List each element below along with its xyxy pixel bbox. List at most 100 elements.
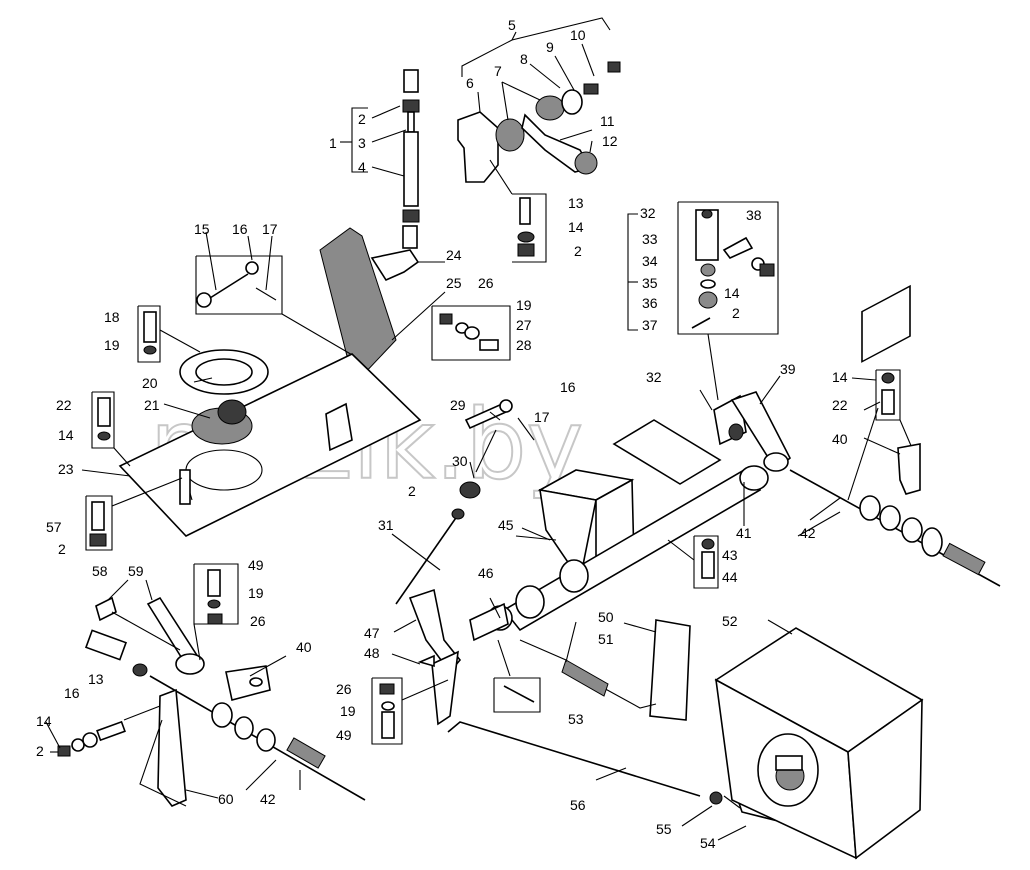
label-40: 40	[832, 431, 848, 447]
label-29: 29	[450, 397, 466, 413]
label-14c: 14	[724, 285, 740, 301]
label-14d: 14	[832, 369, 848, 385]
label-51: 51	[598, 631, 614, 647]
label-25: 25	[446, 275, 462, 291]
label-33: 33	[642, 231, 658, 247]
label-17b: 17	[534, 409, 550, 425]
label-32b: 32	[646, 369, 662, 385]
label-14e: 14	[36, 713, 52, 729]
label-41: 41	[736, 525, 752, 541]
label-13: 13	[568, 195, 584, 211]
label-38: 38	[746, 207, 762, 223]
label-49: 49	[248, 557, 264, 573]
label-24: 24	[446, 247, 462, 263]
label-44: 44	[722, 569, 738, 585]
label-9: 9	[546, 39, 554, 55]
label-2e: 2	[58, 541, 66, 557]
label-42b: 42	[260, 791, 276, 807]
label-49b: 49	[336, 727, 352, 743]
label-2b: 2	[574, 243, 582, 259]
label-2d: 2	[732, 305, 740, 321]
label-2f: 2	[36, 743, 44, 759]
label-22: 22	[56, 397, 72, 413]
label-59: 59	[128, 563, 144, 579]
label-39: 39	[780, 361, 796, 377]
label-50: 50	[598, 609, 614, 625]
label-56: 56	[570, 797, 586, 813]
left-bolt-groups	[85, 305, 201, 551]
label-14: 14	[568, 219, 584, 235]
right-bolt-groups	[667, 369, 913, 589]
label-14b: 14	[58, 427, 74, 443]
label-26: 26	[478, 275, 494, 291]
label-35: 35	[642, 275, 658, 291]
pin-group	[195, 231, 355, 357]
label-37: 37	[642, 317, 658, 333]
label-46: 46	[478, 565, 494, 581]
label-16: 16	[232, 221, 248, 237]
left-lever-assembly	[84, 563, 239, 675]
label-8: 8	[520, 51, 528, 67]
label-53: 53	[568, 711, 584, 727]
label-48: 48	[364, 645, 380, 661]
spring-group	[493, 619, 691, 721]
bracket-lever-assembly	[457, 17, 621, 263]
label-16c: 16	[64, 685, 80, 701]
label-42: 42	[800, 525, 816, 541]
label-21: 21	[144, 397, 160, 413]
label-30: 30	[452, 453, 468, 469]
callout-labels: 1 2 3 4 5 6 7 8 9 10 11 12 13 14 2 15 16…	[36, 17, 848, 851]
label-12: 12	[602, 133, 618, 149]
label-57: 57	[46, 519, 62, 535]
label-43: 43	[722, 547, 738, 563]
lower-left-fasteners	[57, 705, 161, 757]
label-19: 19	[104, 337, 120, 353]
label-16b: 16	[560, 379, 576, 395]
fastener-group-26	[431, 305, 511, 361]
label-19d: 19	[340, 703, 356, 719]
pedal-plate	[319, 227, 446, 377]
link-rod-assembly	[371, 399, 535, 745]
pin-box-group	[627, 201, 779, 401]
label-15: 15	[194, 221, 210, 237]
label-17: 17	[262, 221, 278, 237]
label-11: 11	[600, 113, 615, 129]
label-52: 52	[722, 613, 738, 629]
right-cable-assembly	[789, 443, 1001, 587]
label-54: 54	[700, 835, 716, 851]
label-20: 20	[142, 375, 158, 391]
right-lever-assembly	[699, 375, 792, 472]
label-36: 36	[642, 295, 658, 311]
label-19b: 19	[516, 297, 532, 313]
label-45: 45	[498, 517, 514, 533]
leader-lines	[45, 377, 901, 841]
label-34: 34	[642, 253, 658, 269]
label-60: 60	[218, 791, 234, 807]
label-32: 32	[640, 205, 656, 221]
label-22b: 22	[832, 397, 848, 413]
label-6: 6	[466, 75, 474, 91]
label-47: 47	[364, 625, 380, 641]
label-2: 2	[358, 111, 366, 127]
label-55: 55	[656, 821, 672, 837]
label-19c: 19	[248, 585, 264, 601]
label-3: 3	[358, 135, 366, 151]
label-40b: 40	[296, 639, 312, 655]
label-28: 28	[516, 337, 532, 353]
label-4: 4	[358, 159, 366, 175]
label-7: 7	[494, 63, 502, 79]
gearbox	[714, 284, 924, 860]
label-2c: 2	[408, 483, 416, 499]
label-1: 1	[329, 135, 337, 151]
label-26c: 26	[336, 681, 352, 697]
label-31: 31	[378, 517, 394, 533]
label-13b: 13	[88, 671, 104, 687]
label-58: 58	[92, 563, 108, 579]
label-26b: 26	[250, 613, 266, 629]
label-27: 27	[516, 317, 532, 333]
label-10: 10	[570, 27, 586, 43]
left-cable-assembly	[132, 663, 366, 807]
rod-assembly	[340, 69, 420, 249]
